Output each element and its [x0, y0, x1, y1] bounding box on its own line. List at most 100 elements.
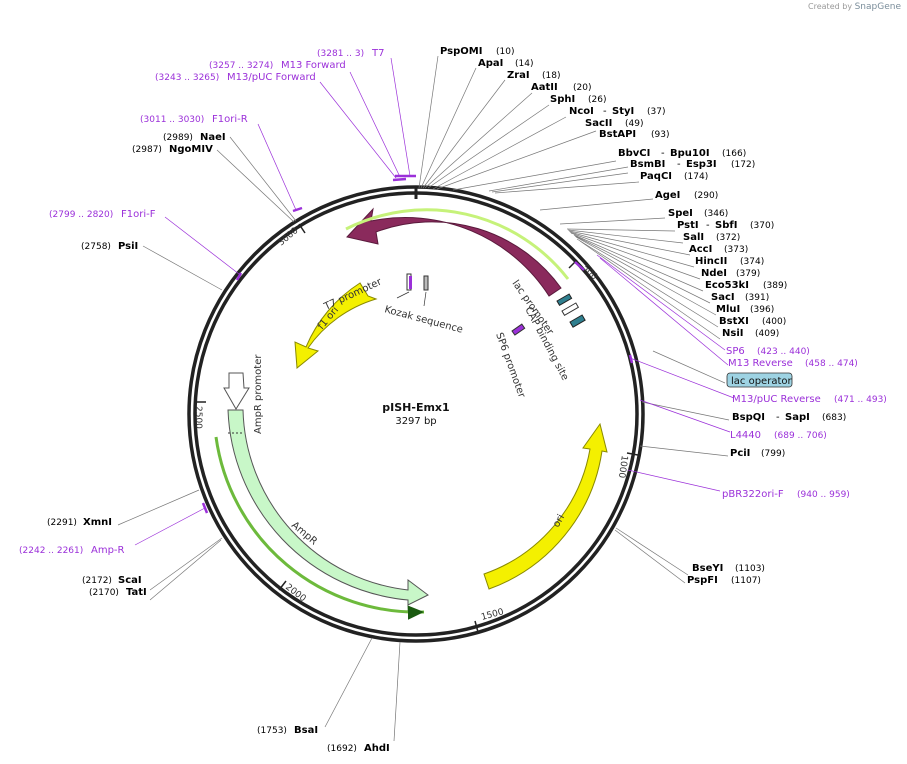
- feature-kozak-box: [423, 275, 429, 291]
- primer-f1ori-f: (2799 .. 2820) F1ori-F: [49, 209, 156, 220]
- site-psti: PstI-SbfI(370): [677, 220, 774, 231]
- svg-text:NgoMIV: NgoMIV: [169, 144, 213, 155]
- svg-text:F1ori-R: F1ori-R: [212, 114, 248, 125]
- tick-label-1000: 1000: [616, 455, 629, 479]
- svg-text:(49): (49): [625, 119, 643, 129]
- svg-text:(689 .. 706): (689 .. 706): [774, 431, 827, 441]
- feature-cap-box: [569, 314, 586, 328]
- svg-text:lac operator: lac operator: [731, 376, 792, 387]
- svg-text:BstXI: BstXI: [719, 316, 749, 327]
- primer-m13-forward: (3257 .. 3274) M13 Forward: [209, 60, 346, 71]
- svg-text:(346): (346): [704, 209, 728, 219]
- site-pspomi: PspOMI (10): [440, 46, 514, 57]
- primer-f1ori-r: (3011 .. 3030) F1ori-R: [140, 114, 248, 125]
- svg-text:(290): (290): [694, 191, 718, 201]
- svg-text:M13/pUC Reverse: M13/pUC Reverse: [732, 394, 821, 405]
- site-leaders: [117, 55, 730, 742]
- svg-text:BbvCI: BbvCI: [618, 148, 650, 159]
- svg-text:(423 .. 440): (423 .. 440): [757, 347, 810, 357]
- svg-text:(2758): (2758): [81, 242, 111, 252]
- svg-text:M13 Forward: M13 Forward: [281, 60, 346, 71]
- feature-ori-arrow: [483, 422, 608, 590]
- svg-text:(172): (172): [731, 160, 755, 170]
- svg-text:F1ori-F: F1ori-F: [121, 209, 156, 220]
- svg-text:T7: T7: [371, 48, 384, 59]
- svg-text:(14): (14): [515, 59, 533, 69]
- svg-text:(2291): (2291): [47, 518, 77, 528]
- svg-text:(3257 .. 3274): (3257 .. 3274): [209, 61, 273, 71]
- svg-text:PspOMI: PspOMI: [440, 46, 482, 57]
- svg-text:(1103): (1103): [735, 564, 765, 574]
- site-apai: ApaI(14): [478, 58, 533, 69]
- svg-text:(18): (18): [542, 71, 560, 81]
- svg-text:BspQI: BspQI: [732, 412, 765, 423]
- svg-text:M13 Reverse: M13 Reverse: [728, 358, 793, 369]
- created-by-text: Created by: [808, 2, 853, 11]
- svg-text:BseYI: BseYI: [692, 563, 723, 574]
- svg-text:(2170): (2170): [89, 588, 119, 598]
- svg-text:(374): (374): [740, 257, 764, 267]
- svg-text:(2799 .. 2820): (2799 .. 2820): [49, 210, 113, 220]
- feature-lacZa-highlight: [345, 208, 570, 280]
- svg-text:PspFI: PspFI: [687, 575, 718, 586]
- site-eco53ki: Eco53kI(389): [705, 280, 787, 291]
- site-zrai: ZraI (18): [507, 70, 560, 81]
- svg-text:PaqCI: PaqCI: [640, 171, 672, 182]
- plasmid-length: 3297 bp: [395, 416, 436, 427]
- svg-text:ZraI: ZraI: [507, 70, 530, 81]
- svg-text:(396): (396): [750, 305, 774, 315]
- site-nsii: NsiI(409): [722, 328, 779, 339]
- site-pcii: PciI(799): [730, 448, 785, 459]
- svg-text:(1753): (1753): [257, 726, 287, 736]
- tick-label-500: 500: [580, 263, 599, 282]
- svg-text:AatII: AatII: [531, 82, 558, 93]
- svg-text:(400): (400): [762, 317, 786, 327]
- svg-text:(174): (174): [684, 172, 708, 182]
- snapgene-branding: Created by SnapGene: [808, 2, 901, 12]
- svg-text:NdeI: NdeI: [701, 268, 727, 279]
- site-spei: SpeI(346): [668, 208, 728, 219]
- svg-text:(458 .. 474): (458 .. 474): [805, 359, 858, 369]
- svg-text:(683): (683): [822, 413, 846, 423]
- svg-text:(379): (379): [736, 269, 760, 279]
- svg-text:PsiI: PsiI: [118, 241, 138, 252]
- feature-f1ori-arrow: [294, 282, 378, 369]
- feature-lac-promoter-box: [561, 302, 580, 317]
- svg-text:AccI: AccI: [689, 244, 712, 255]
- svg-text:Amp-R: Amp-R: [91, 545, 125, 556]
- svg-text:(2987): (2987): [132, 145, 162, 155]
- svg-text:XmnI: XmnI: [83, 517, 112, 528]
- svg-text:Bpu10I: Bpu10I: [670, 148, 710, 159]
- site-bspqi: BspQI-SapI(683): [732, 412, 846, 423]
- svg-text:(26): (26): [588, 95, 606, 105]
- feature-ampr-promoter-arrow: [223, 372, 250, 410]
- site-ngomiv: (2987) NgoMIV: [132, 144, 213, 155]
- svg-text:-: -: [706, 220, 710, 231]
- snapgene-logo-text: SnapGene: [854, 2, 901, 12]
- primer-marks: [201, 174, 634, 514]
- site-ndei: NdeI (379): [701, 268, 760, 279]
- svg-text:(10): (10): [496, 47, 514, 57]
- svg-text:-: -: [603, 106, 607, 117]
- svg-text:(3011 .. 3030): (3011 .. 3030): [140, 115, 204, 125]
- svg-text:PstI: PstI: [677, 220, 699, 231]
- site-scai: (2172)ScaI: [82, 575, 142, 586]
- site-xmni: (2291) XmnI: [47, 517, 112, 528]
- feature-label-ampr-promoter: AmpR promoter: [253, 354, 264, 434]
- svg-text:-: -: [776, 412, 780, 423]
- site-pspfi: PspFI(1107): [687, 575, 761, 586]
- site-naei: (2989)NaeI: [163, 132, 226, 143]
- feature-ampr-highlight: [214, 436, 425, 620]
- site-bseyi: BseYI (1103): [692, 563, 765, 574]
- svg-text:(1692): (1692): [327, 744, 357, 754]
- site-agei: AgeI(290): [655, 190, 718, 201]
- site-bstapi: BstAPI(93): [599, 129, 669, 140]
- site-saci: SacI(391): [711, 292, 769, 303]
- svg-text:(471 .. 493): (471 .. 493): [834, 395, 887, 405]
- feature-lac-operator-box: [556, 293, 573, 307]
- svg-text:(93): (93): [651, 130, 669, 140]
- primer-leaders: [134, 57, 735, 546]
- svg-text:BsaI: BsaI: [294, 725, 318, 736]
- feature-t7-marker: [409, 276, 412, 289]
- svg-text:Eco53kI: Eco53kI: [705, 280, 749, 291]
